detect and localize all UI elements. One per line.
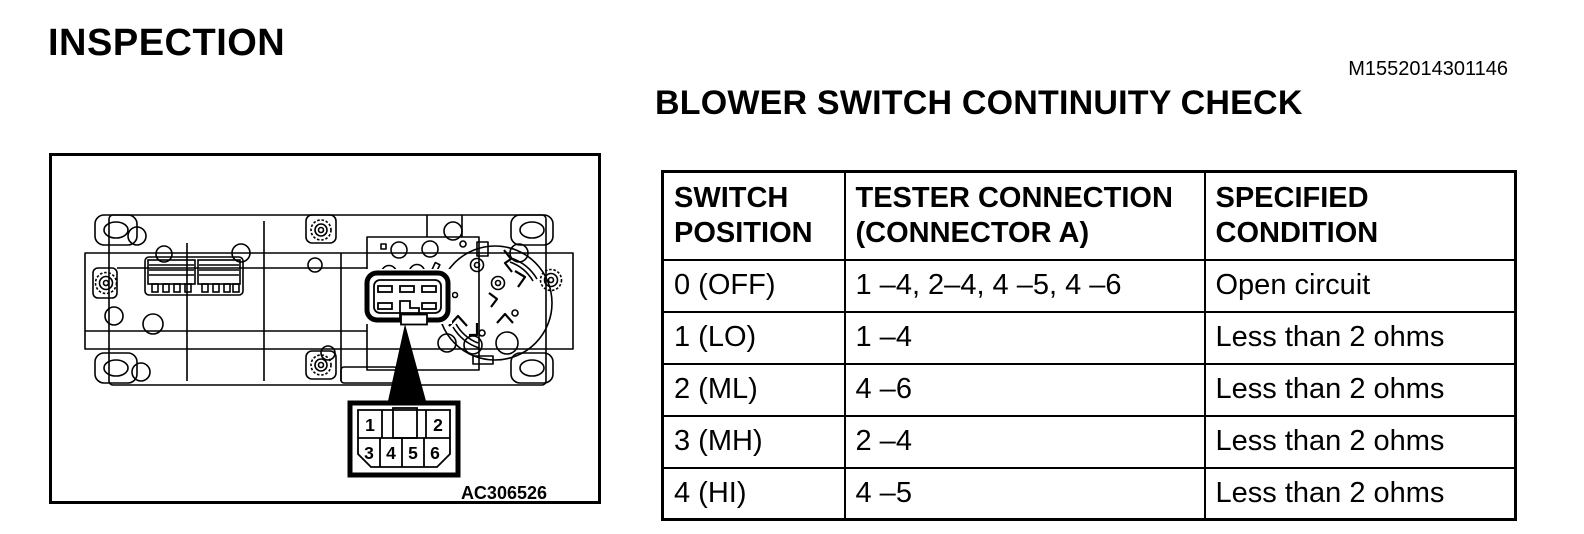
blower-connector-a <box>363 269 452 326</box>
switch-position-cell: 2 (ML) <box>661 362 846 417</box>
tester-connection-cell: 1 –4 <box>843 310 1206 365</box>
table-row: 1 (LO) 1 –4 Less than 2 ohms <box>661 310 1517 365</box>
specified-condition-cell: Less than 2 ohms <box>1203 362 1517 417</box>
specified-condition-cell: Less than 2 ohms <box>1203 310 1517 365</box>
pin-3-label: 3 <box>364 443 374 463</box>
pin-2-label: 2 <box>433 415 443 435</box>
blower-switch-figure: 1 2 3 4 5 6 AC306526 <box>49 153 601 504</box>
pin-6-label: 6 <box>430 443 440 463</box>
header-switch-position: SWITCH POSITION <box>661 170 846 261</box>
panel-body <box>84 214 574 386</box>
switch-position-cell: 1 (LO) <box>661 310 846 365</box>
switch-position-cell: 3 (MH) <box>661 414 846 469</box>
pointer-arrow <box>388 324 426 401</box>
specified-condition-cell: Open circuit <box>1203 258 1517 313</box>
tester-connection-cell: 4 –5 <box>843 466 1206 521</box>
table-row: 2 (ML) 4 –6 Less than 2 ohms <box>661 362 1517 417</box>
figure-border <box>49 153 601 504</box>
switch-position-cell: 0 (OFF) <box>661 258 846 313</box>
tester-connection-cell: 1 –4, 2–4, 4 –5, 4 –6 <box>843 258 1206 313</box>
pin-1-label: 1 <box>365 415 375 435</box>
figure-code: AC306526 <box>461 483 547 503</box>
tester-connection-cell: 4 –6 <box>843 362 1206 417</box>
section-title: BLOWER SWITCH CONTINUITY CHECK <box>655 84 1303 122</box>
pin-5-label: 5 <box>408 443 418 463</box>
document-code: M1552014301146 <box>1348 58 1508 80</box>
table-row: 4 (HI) 4 –5 Less than 2 ohms <box>661 466 1517 521</box>
header-tester-connection: TESTER CONNECTION (CONNECTOR A) <box>843 170 1206 261</box>
left-connector-block <box>144 256 244 296</box>
control-panel-drawing: 1 2 3 4 5 6 AC306526 <box>49 153 601 504</box>
table-header-row: SWITCH POSITION TESTER CONNECTION (CONNE… <box>661 170 1517 261</box>
switch-position-cell: 4 (HI) <box>661 466 846 521</box>
table-row: 0 (OFF) 1 –4, 2–4, 4 –5, 4 –6 Open circu… <box>661 258 1517 313</box>
table-row: 3 (MH) 2 –4 Less than 2 ohms <box>661 414 1517 469</box>
header-specified-condition: SPECIFIED CONDITION <box>1203 170 1517 261</box>
pin-4-label: 4 <box>386 443 396 463</box>
connector-pinout: 1 2 3 4 5 6 <box>347 400 461 478</box>
blower-switch-module <box>366 236 553 371</box>
specified-condition-cell: Less than 2 ohms <box>1203 466 1517 521</box>
continuity-check-table: SWITCH POSITION TESTER CONNECTION (CONNE… <box>661 170 1517 521</box>
specified-condition-cell: Less than 2 ohms <box>1203 414 1517 469</box>
page-title: INSPECTION <box>48 22 286 64</box>
tester-connection-cell: 2 –4 <box>843 414 1206 469</box>
